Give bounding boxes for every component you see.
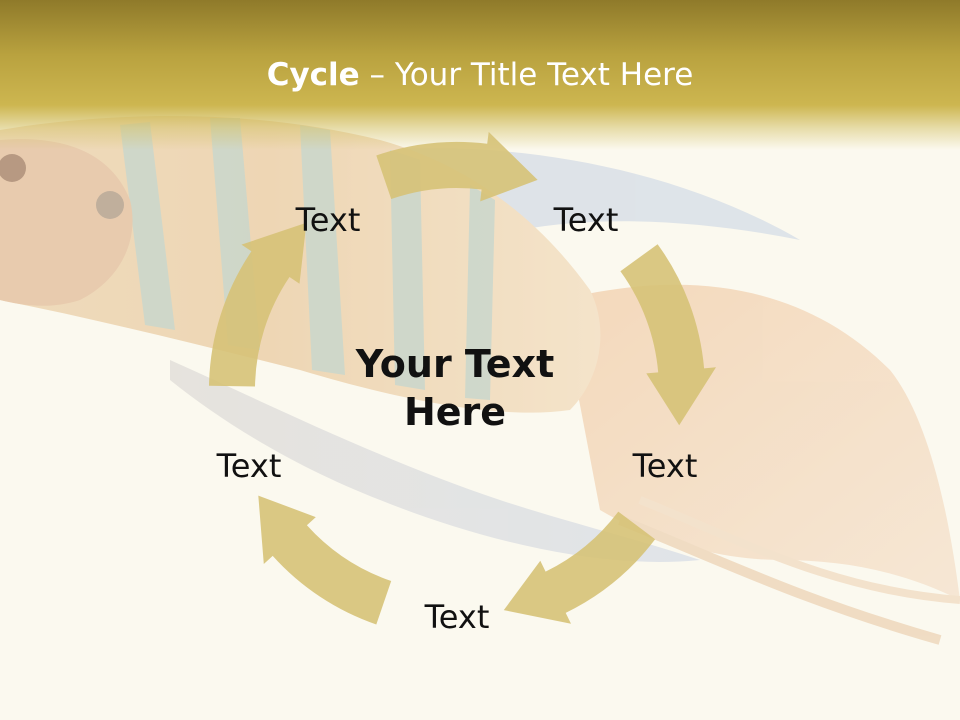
cycle-arrow-top	[376, 131, 538, 202]
node-label-bottom[interactable]: Text	[424, 598, 490, 636]
cycle-arrow-lower-left	[258, 495, 392, 625]
tail-streamer	[618, 515, 942, 645]
cycle-arrow-lower-right	[503, 511, 656, 624]
title-rest: – Your Title Text Here	[359, 57, 694, 93]
center-text[interactable]: Your Text Here	[355, 342, 555, 434]
title-band	[0, 0, 960, 150]
node-label-top-right[interactable]: Text	[553, 201, 619, 239]
fish-head	[0, 139, 133, 306]
node-label-right[interactable]: Text	[632, 447, 698, 485]
tail-streamer	[638, 496, 960, 604]
node-label-left[interactable]: Text	[216, 447, 282, 485]
cycle-arrow-upper-left	[209, 222, 307, 387]
slide-title[interactable]: Cycle – Your Title Text Here	[0, 52, 960, 98]
fish-eye-icon	[0, 154, 26, 182]
cycle-arrow-upper-right	[620, 244, 716, 426]
title-strong: Cycle	[266, 57, 360, 93]
node-label-top-left[interactable]: Text	[295, 201, 361, 239]
